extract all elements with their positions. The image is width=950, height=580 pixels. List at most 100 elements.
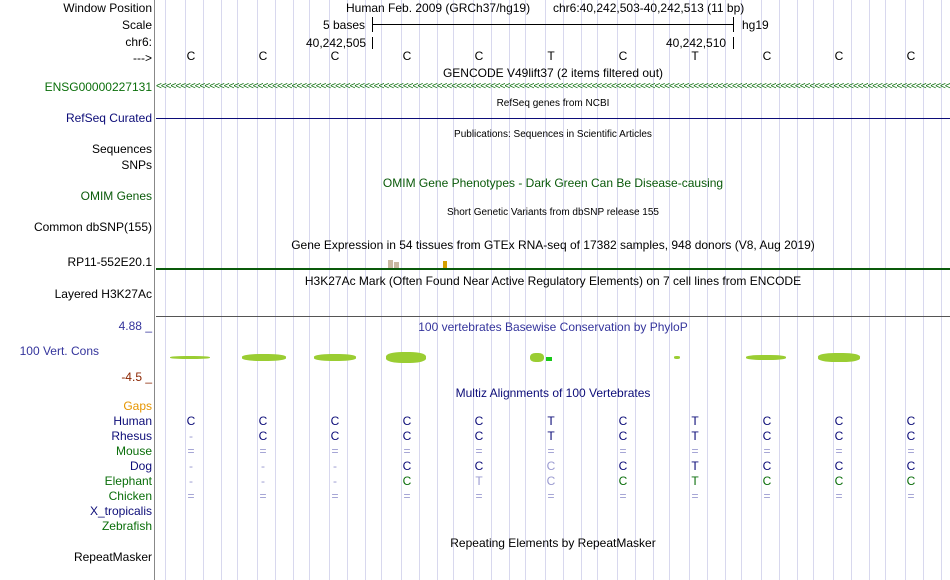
sequences-label[interactable]: Sequences xyxy=(91,142,152,156)
gridline xyxy=(437,0,438,580)
snps-label[interactable]: SNPs xyxy=(121,158,152,172)
repeatmasker-label[interactable]: RepeatMasker xyxy=(73,550,152,564)
alignment-base: C xyxy=(618,474,628,488)
scale-label: Scale xyxy=(121,18,152,32)
gtex-title: Gene Expression in 54 tissues from GTEx … xyxy=(291,238,815,252)
phylop-min-label: -4.5 _ xyxy=(121,370,152,384)
alignment-base: C xyxy=(330,429,340,443)
alignment-base: C xyxy=(258,429,268,443)
h3k27ac-title: H3K27Ac Mark (Often Found Near Active Re… xyxy=(304,274,802,288)
alignment-base: T xyxy=(475,474,483,488)
species-label[interactable]: Chicken xyxy=(108,489,152,503)
alignment-base: C xyxy=(906,429,916,443)
gencode-item-label[interactable]: ENSG00000227131 xyxy=(44,80,152,94)
assembly-label: Human Feb. 2009 (GRCh37/hg19) xyxy=(346,1,531,15)
gtex-gene-line[interactable] xyxy=(156,268,950,270)
alignment-base: T xyxy=(691,414,699,428)
species-label[interactable]: Dog xyxy=(129,459,152,473)
alignment-base: C xyxy=(762,474,772,488)
gridline xyxy=(491,0,492,580)
gridline xyxy=(635,0,636,580)
alignment-base: T xyxy=(691,474,699,488)
species-label[interactable]: X_tropicalis xyxy=(89,504,152,518)
strand-label: ---> xyxy=(133,51,152,65)
phylop-score-bar xyxy=(314,354,356,361)
scale-bar-left-tick xyxy=(372,17,373,32)
gtex-label[interactable]: RP11-552E20.1 xyxy=(67,255,152,269)
gridline xyxy=(761,0,762,580)
dbsnp-label[interactable]: Common dbSNP(155) xyxy=(33,220,152,234)
alignment-base: C xyxy=(474,414,484,428)
reference-base: C xyxy=(258,49,268,63)
alignment-base: C xyxy=(474,429,484,443)
gridline xyxy=(669,0,670,580)
gridline xyxy=(707,0,708,580)
gridline xyxy=(617,0,618,580)
gridline xyxy=(851,0,852,580)
phylop-max-label: 4.88 _ xyxy=(118,319,152,333)
alignment-base: - xyxy=(189,429,193,443)
reference-base: C xyxy=(186,49,196,63)
gridline xyxy=(237,0,238,580)
gridline xyxy=(597,0,598,580)
alignment-base: = xyxy=(907,444,915,458)
gridline xyxy=(309,0,310,580)
coord-right: 40,242,510 xyxy=(666,36,727,50)
label-divider xyxy=(154,0,155,580)
phylop-score-bar xyxy=(242,354,286,361)
alignment-base: = xyxy=(691,489,699,503)
species-label[interactable]: Rhesus xyxy=(111,429,152,443)
track-labels-panel: Window Position Scale chr6: ---> ENSG000… xyxy=(0,0,155,580)
alignment-base: - xyxy=(333,459,337,473)
alignment-base: T xyxy=(547,414,555,428)
gridline xyxy=(869,0,870,580)
alignment-base: C xyxy=(618,414,628,428)
species-label[interactable]: Human xyxy=(113,414,152,428)
phylop-label[interactable]: 100 Vert. Cons xyxy=(19,344,99,358)
gencode-gene-feature[interactable]: <<<<<<<<<<<<<<<<<<<<<<<<<<<<<<<<<<<<<<<<… xyxy=(156,81,950,92)
refseq-label[interactable]: RefSeq Curated xyxy=(65,111,152,125)
alignment-base: C xyxy=(186,414,196,428)
gridline xyxy=(905,0,906,580)
track-display[interactable]: Human Feb. 2009 (GRCh37/hg19) chr6:40,24… xyxy=(156,0,950,580)
species-label[interactable]: Elephant xyxy=(104,474,152,488)
species-label[interactable]: Zebrafish xyxy=(101,519,152,533)
alignment-base: C xyxy=(906,414,916,428)
alignment-base: - xyxy=(189,474,193,488)
scale-bar-right-tick xyxy=(733,17,734,32)
alignment-base: = xyxy=(331,489,339,503)
gtex-bar xyxy=(443,261,447,268)
h3k27ac-label[interactable]: Layered H3K27Ac xyxy=(54,287,152,301)
alignment-base: T xyxy=(691,429,699,443)
coord-right-tick xyxy=(733,37,734,49)
gridline xyxy=(725,0,726,580)
db-label: hg19 xyxy=(742,18,769,32)
omim-label[interactable]: OMIM Genes xyxy=(80,189,152,203)
alignment-base: = xyxy=(835,489,843,503)
omim-title: OMIM Gene Phenotypes - Dark Green Can Be… xyxy=(382,176,724,190)
gridline xyxy=(885,0,886,580)
alignment-base: = xyxy=(763,489,771,503)
alignment-base: - xyxy=(261,459,265,473)
alignment-base: = xyxy=(259,444,267,458)
refseq-gene-line[interactable] xyxy=(156,118,950,119)
position-label: chr6:40,242,503-40,242,513 (11 bp) xyxy=(553,1,745,15)
reference-base: C xyxy=(402,49,412,63)
alignment-base: C xyxy=(834,474,844,488)
scale-value: 5 bases xyxy=(323,18,366,32)
alignment-base: = xyxy=(475,489,483,503)
gaps-label[interactable]: Gaps xyxy=(123,399,152,413)
alignment-base: = xyxy=(619,489,627,503)
phylop-score-bar xyxy=(546,357,552,361)
phylop-score-bar xyxy=(674,356,680,359)
h3k27ac-baseline xyxy=(156,316,950,317)
gridline xyxy=(293,0,294,580)
species-label[interactable]: Mouse xyxy=(115,444,152,458)
phylop-score-bar xyxy=(170,356,210,359)
alignment-base: T xyxy=(691,459,699,473)
reference-base: C xyxy=(906,49,916,63)
gridline xyxy=(275,0,276,580)
gencode-title: GENCODE V49lift37 (2 items filtered out) xyxy=(442,66,664,80)
gridline xyxy=(833,0,834,580)
gtex-bar xyxy=(388,260,393,268)
